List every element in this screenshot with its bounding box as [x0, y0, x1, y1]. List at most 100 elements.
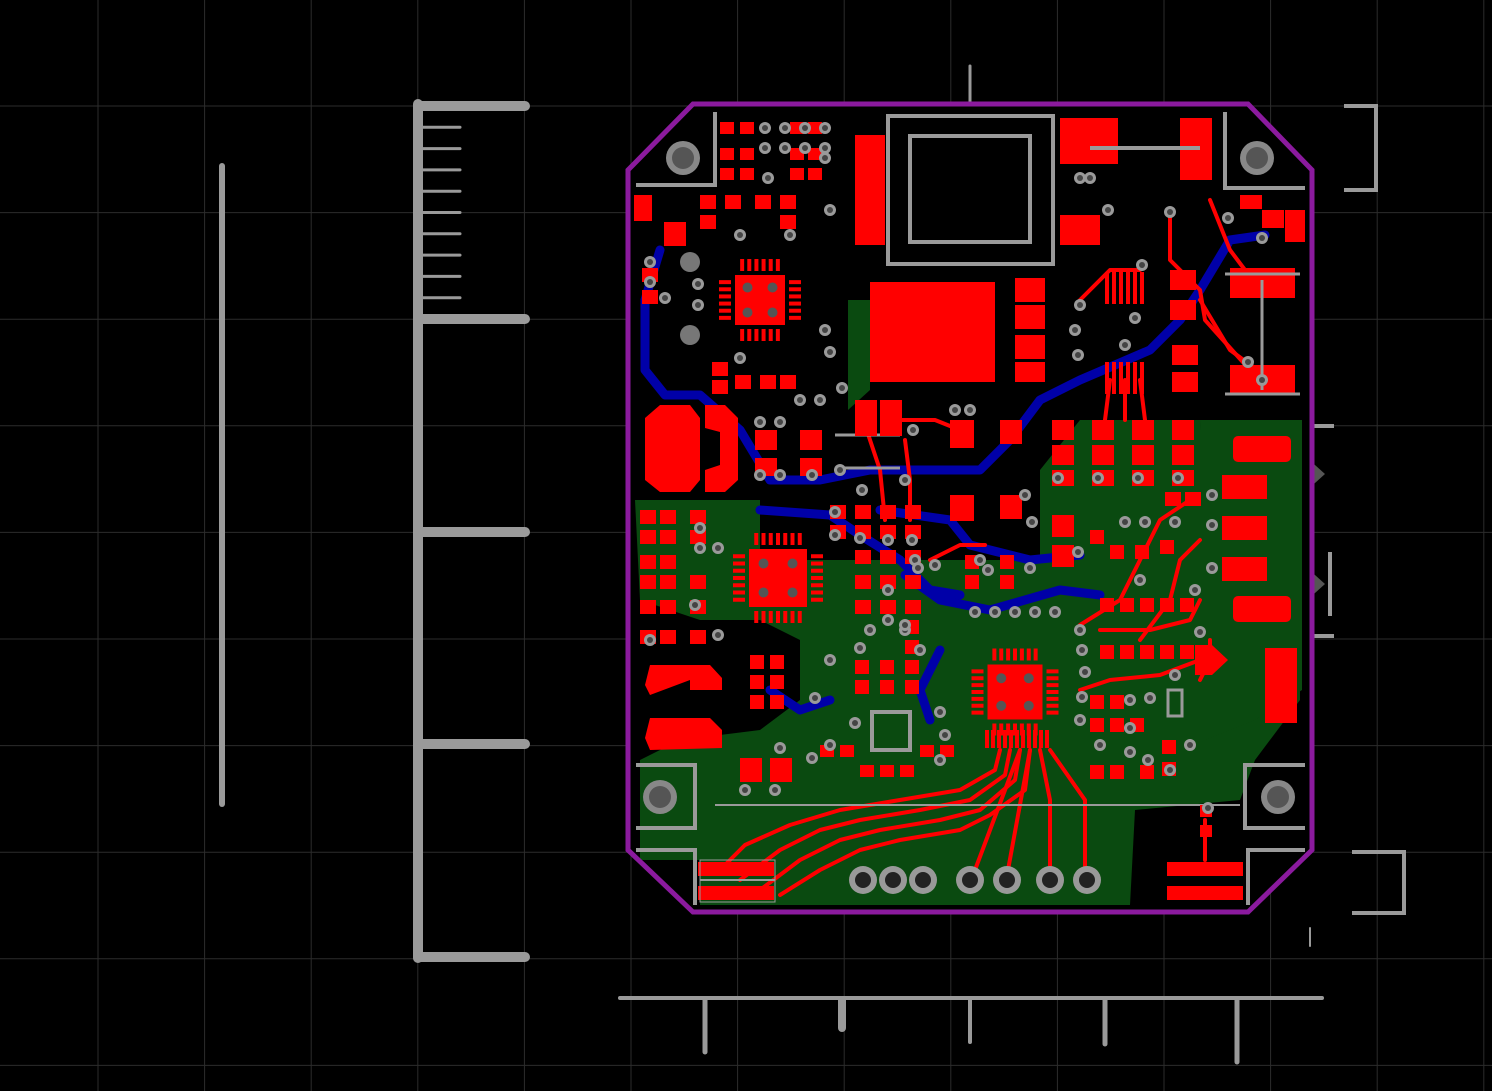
chip-pin — [1119, 272, 1123, 304]
smd-pad — [1165, 492, 1181, 506]
smd-pad — [640, 510, 656, 524]
chip-pin — [971, 703, 984, 708]
via-drill — [695, 302, 701, 308]
via-drill — [772, 787, 778, 793]
qfn-chip-icon[interactable] — [719, 259, 1144, 748]
via-drill — [1139, 262, 1145, 268]
board-outline[interactable] — [625, 101, 1315, 915]
via-drill — [697, 545, 703, 551]
via-drill — [647, 279, 653, 285]
thermal-via — [996, 700, 1007, 711]
chip-pin — [1112, 362, 1116, 394]
chip-pin — [999, 648, 1004, 661]
chip-pin — [733, 590, 745, 595]
chip-pin — [754, 259, 759, 271]
chip-pin — [775, 259, 780, 271]
chip-pin — [811, 597, 823, 602]
smd-pad — [642, 290, 658, 304]
mounting-hole-icon — [643, 141, 1295, 814]
via-drill — [715, 632, 721, 638]
via-drill — [915, 565, 921, 571]
via-drill — [822, 145, 828, 151]
smd-pad — [640, 530, 656, 544]
via-drill — [1209, 492, 1215, 498]
smd-pad — [940, 745, 954, 757]
chip-pin — [811, 554, 823, 559]
smd-pad — [950, 420, 974, 448]
via-drill — [817, 397, 823, 403]
via-drill — [1012, 609, 1018, 615]
via-drill — [1077, 175, 1083, 181]
via-drill — [737, 355, 743, 361]
via-drill — [885, 587, 891, 593]
via-drill — [937, 757, 943, 763]
smd-pad — [855, 550, 871, 564]
chip-pin — [1133, 362, 1137, 394]
via-drill — [1142, 519, 1148, 525]
smd-pad — [1052, 445, 1074, 465]
smd-pad — [760, 375, 776, 389]
chip-pin — [768, 533, 773, 545]
via-drill — [809, 472, 815, 478]
chip-pin — [740, 329, 745, 341]
smd-pad — [1180, 645, 1194, 659]
smd-pad — [750, 695, 764, 709]
via-drill — [885, 617, 891, 623]
chip-pin — [1013, 648, 1017, 661]
chip-pin — [1046, 696, 1059, 701]
via-drill — [812, 695, 818, 701]
chip-pin — [971, 690, 984, 694]
via-drill — [797, 397, 803, 403]
via-drill — [782, 125, 788, 131]
chip-pin — [811, 576, 823, 580]
header-pins[interactable] — [849, 866, 1101, 894]
chip-pin — [971, 696, 984, 701]
via-drill — [1087, 175, 1093, 181]
mounting-hole-drill — [672, 147, 694, 169]
via-drill — [1245, 359, 1251, 365]
chip-pin — [790, 611, 795, 623]
smd-pad — [1110, 545, 1124, 559]
chip-pin — [789, 287, 801, 292]
smd-pad — [690, 630, 706, 644]
smd-pad — [1120, 645, 1134, 659]
smd-pad — [1262, 210, 1284, 228]
via-drill — [822, 125, 828, 131]
chip-pin — [719, 308, 731, 313]
smd-pad — [880, 505, 896, 519]
via-drill — [827, 207, 833, 213]
via-drill — [1055, 475, 1061, 481]
via-drill — [1127, 749, 1133, 755]
thermal-via — [1023, 700, 1034, 711]
chip-pin — [971, 669, 984, 674]
edge-silkscreen — [1312, 104, 1406, 915]
via-drill — [1027, 565, 1033, 571]
via-drill — [1145, 757, 1151, 763]
via-drill — [1122, 519, 1128, 525]
chip-pin — [789, 294, 801, 299]
via-drill — [695, 281, 701, 287]
smd-pad — [780, 195, 796, 209]
via-drill — [902, 622, 908, 628]
chip-pin — [811, 568, 823, 573]
via-drill — [1209, 565, 1215, 571]
smd-pad — [880, 575, 896, 589]
smd-pad — [1160, 540, 1174, 554]
smd-pad — [1180, 598, 1194, 612]
smd-pad — [1240, 195, 1262, 209]
chip-pin — [1013, 723, 1017, 736]
smd-pad — [1100, 645, 1114, 659]
via-drill — [822, 327, 828, 333]
smd-pad — [640, 600, 656, 614]
horizontal-ruler-icon — [618, 64, 1324, 1065]
via-drill — [1095, 475, 1101, 481]
thermal-via — [787, 587, 798, 598]
via-drill — [857, 645, 863, 651]
smd-components — [634, 122, 1305, 837]
smd-pad — [1132, 445, 1154, 465]
via-drill — [1077, 302, 1083, 308]
header-pin-drill — [999, 872, 1015, 888]
via-drill — [647, 259, 653, 265]
